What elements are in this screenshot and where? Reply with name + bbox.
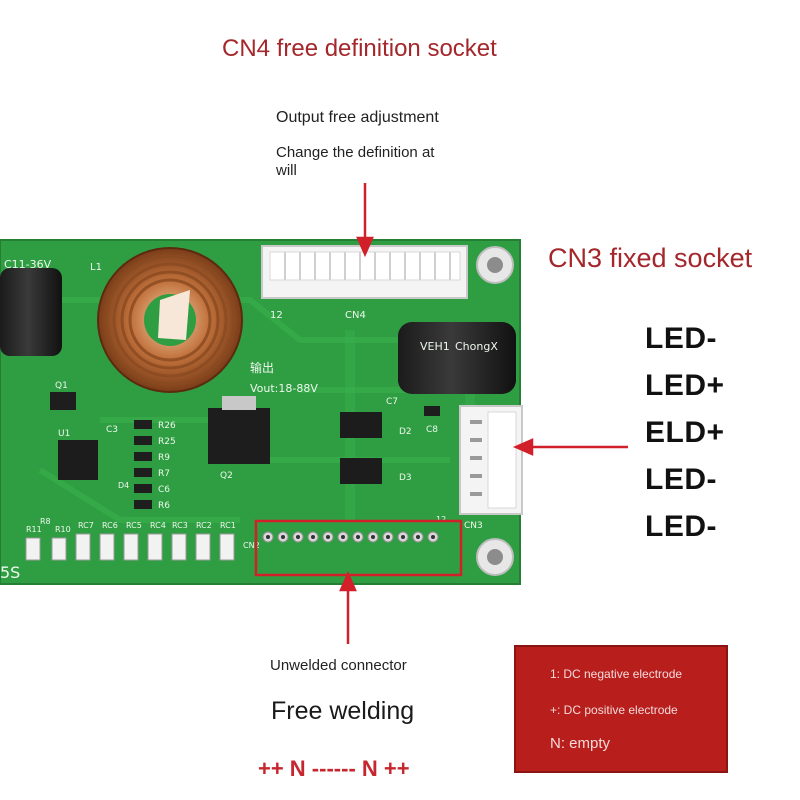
svg-text:12: 12 (436, 515, 446, 524)
svg-text:RC5: RC5 (126, 521, 142, 530)
cn4-socket (261, 245, 468, 299)
pin-pattern-label: ++ N ------ N ++ (258, 756, 410, 781)
input-capacitor (0, 268, 62, 356)
cn3-title: CN3 fixed socket (548, 243, 753, 273)
svg-text:RC7: RC7 (78, 521, 94, 530)
svg-text:C3: C3 (106, 425, 118, 435)
unwelded-connector-label: Unwelded connector (270, 657, 407, 674)
cn3-pin-label-1: LED- (645, 322, 717, 355)
svg-text:R7: R7 (158, 469, 170, 479)
cn3-socket (459, 405, 523, 515)
cn4-note-change-line1: Change the definition at (276, 144, 435, 161)
svg-text:RC1: RC1 (220, 521, 236, 530)
svg-text:D2: D2 (399, 427, 412, 437)
cn3-pin-label-4: LED- (645, 463, 717, 496)
svg-text:ChongX: ChongX (455, 340, 498, 353)
cn3-pin-label-3: ELD+ (645, 416, 725, 449)
legend-line-empty: N: empty (550, 735, 611, 752)
svg-text:L1: L1 (90, 262, 102, 273)
toroidal-inductor (97, 247, 243, 393)
legend-line-positive: +: DC positive electrode (550, 703, 678, 717)
cn4-note-output: Output free adjustment (276, 109, 439, 126)
svg-text:RC4: RC4 (150, 521, 166, 530)
svg-text:Q2: Q2 (220, 471, 233, 481)
svg-text:R25: R25 (158, 437, 176, 447)
svg-text:D4: D4 (118, 481, 129, 490)
cn2-pad-row (262, 531, 439, 543)
legend-line-negative: 1: DC negative electrode (550, 667, 683, 681)
svg-text:D3: D3 (399, 473, 412, 483)
svg-text:C11-36V: C11-36V (4, 258, 52, 271)
cn3-pin-label-5: LED- (645, 510, 717, 543)
output-capacitor: VEH1 ChongX (398, 322, 516, 394)
svg-text:R10: R10 (55, 525, 71, 534)
annotation-arrows (339, 183, 628, 644)
svg-text:CN4: CN4 (345, 310, 366, 321)
svg-text:RC3: RC3 (172, 521, 188, 530)
svg-text:输出: 输出 (250, 360, 274, 375)
cn3-pin-label-2: LED+ (645, 369, 725, 402)
free-welding-label: Free welding (271, 697, 415, 725)
svg-text:CN2: CN2 (243, 541, 260, 550)
svg-text:Vout:18-88V: Vout:18-88V (250, 382, 318, 395)
q1-transistor (50, 392, 76, 410)
svg-text:Q1: Q1 (55, 381, 68, 391)
svg-text:5S: 5S (0, 563, 20, 582)
svg-text:C8: C8 (426, 425, 438, 435)
svg-text:R6: R6 (158, 501, 170, 511)
svg-text:R9: R9 (158, 453, 170, 463)
u1-ic (58, 440, 98, 480)
svg-text:C7: C7 (386, 397, 398, 407)
svg-text:VEH1: VEH1 (420, 340, 450, 353)
svg-text:RC2: RC2 (196, 521, 212, 530)
svg-text:C6: C6 (158, 485, 170, 495)
svg-text:R8: R8 (40, 517, 51, 526)
legend-box: 1: DC negative electrode +: DC positive … (514, 645, 728, 773)
q2-regulator (208, 396, 270, 464)
svg-text:R26: R26 (158, 421, 176, 431)
diode-d3 (340, 458, 382, 484)
svg-text:RC6: RC6 (102, 521, 118, 530)
cn2-highlight-box (254, 519, 463, 577)
cn4-title: CN4 free definition socket (222, 35, 497, 62)
diode-d2 (340, 412, 382, 438)
svg-text:R11: R11 (26, 525, 42, 534)
cn4-note-change-line2: will (276, 162, 297, 179)
svg-text:U1: U1 (58, 429, 70, 439)
svg-text:CN3: CN3 (464, 521, 483, 531)
svg-text:12: 12 (270, 310, 283, 321)
